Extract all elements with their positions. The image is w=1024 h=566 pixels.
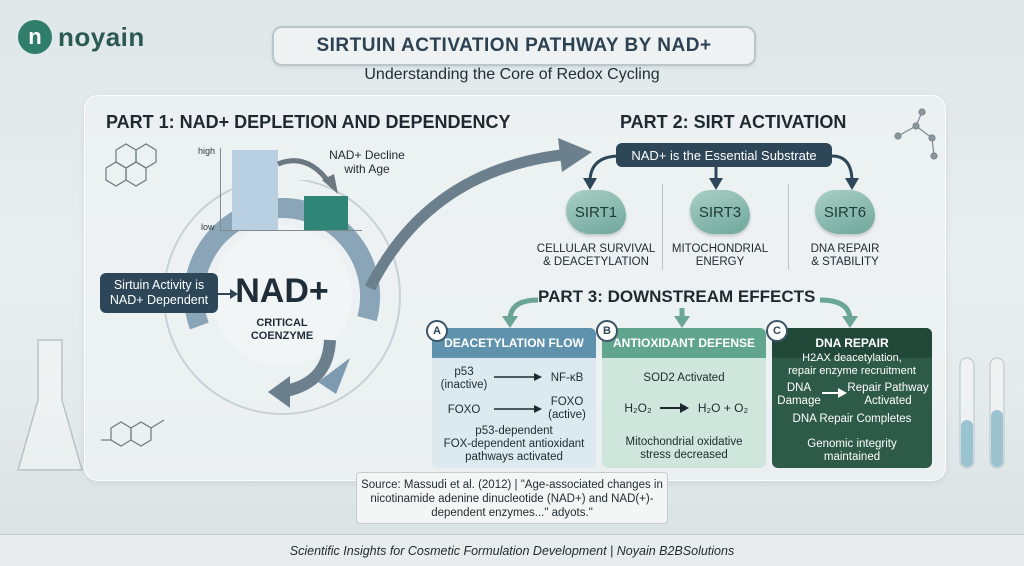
footer-bar: Scientific Insights for Cosmetic Formula…: [0, 534, 1024, 566]
network-molecule-icon: [894, 108, 938, 160]
sirt3-node: SIRT3: [690, 190, 750, 234]
page-title: SIRTUIN ACTIVATION PATHWAY BY NAD+: [316, 35, 712, 56]
dna-damage-label: DNA Damage: [777, 382, 821, 407]
dependency-label: Sirtuin Activity is NAD+ Dependent: [109, 278, 209, 307]
logo-mark: n: [18, 20, 52, 54]
h2ax-label: H2AX deacetylation, repair enzyme recrui…: [788, 352, 916, 377]
nad-high-bar: [232, 150, 278, 230]
substrate-label: NAD+ is the Essential Substrate: [631, 147, 817, 163]
nad-decline-label: NAD+ Decline with Age: [329, 148, 405, 176]
sirtuin-dependency-box: Sirtuin Activity is NAD+ Dependent: [100, 273, 218, 313]
pathway-arrow: [365, 138, 592, 291]
title-banner: SIRTUIN ACTIVATION PATHWAY BY NAD+: [272, 26, 756, 66]
sirt-divider: [662, 184, 663, 270]
sirt3-line1: MITOCHONDRIAL: [671, 243, 769, 255]
sirt6-line2: & STABILITY: [811, 256, 879, 268]
substrate-label-box: NAD+ is the Essential Substrate: [616, 143, 832, 167]
card-a-badge: A: [426, 320, 448, 342]
card-c-badge: C: [766, 320, 788, 342]
p53-inactive-label: p53 (inactive): [440, 366, 488, 391]
card-b-footer: Mitochondrial oxidative stress decreased: [625, 436, 743, 461]
test-tubes-illustration: [959, 357, 1005, 469]
footer-text: Scientific Insights for Cosmetic Formula…: [289, 543, 735, 558]
part3-heading: PART 3: DOWNSTREAM EFFECTS: [538, 287, 816, 306]
sod2-label: SOD2 Activated: [643, 372, 725, 384]
card-c-footer: Genomic integrity maintained: [807, 438, 897, 463]
card-a-footer: p53-dependent FOX-dependent antioxidant …: [443, 425, 585, 463]
sirt-divider: [788, 184, 789, 270]
coenzyme-label: CRITICAL COENZYME: [250, 317, 314, 342]
sirt1-node: SIRT1: [566, 190, 626, 234]
deacetylation-card: DEACETYLATION FLOW: [432, 328, 596, 468]
dependency-arrow: [218, 289, 238, 299]
card-c-title: DNA REPAIR: [772, 328, 932, 358]
repair-complete-label: DNA Repair Completes: [792, 413, 912, 425]
flow-arrow: [494, 405, 542, 413]
flow-arrow: [494, 373, 542, 381]
foxo-active-label: FOXO (active): [548, 396, 586, 421]
repair-arrow: [822, 388, 847, 398]
card-b-title: ANTIOXIDANT DEFENSE: [602, 328, 766, 358]
chart-y-axis: [220, 148, 221, 230]
downstream-branch-arrows: [502, 297, 858, 328]
part2-heading: PART 2: SIRT ACTIVATION: [620, 112, 847, 132]
sirt3-label: MITOCHONDRIAL ENERGY: [655, 243, 785, 269]
sirt6-label: DNA REPAIR & STABILITY: [780, 243, 910, 269]
molecule-structure-icon: [101, 419, 165, 447]
antioxidant-card: ANTIOXIDANT DEFENSE: [602, 328, 766, 468]
brand-name: noyain: [58, 21, 145, 52]
sirt6-line1: DNA REPAIR: [810, 243, 880, 255]
h2o2-label: H₂O₂: [624, 401, 652, 415]
reaction-arrow: [660, 403, 689, 413]
brand-logo: n noyain: [18, 20, 145, 54]
sirt6-node: SIRT6: [815, 190, 875, 234]
hexagon-molecule-icon: [105, 143, 157, 187]
right-return-arrow: [268, 339, 336, 408]
repair-pathway-label: Repair Pathway Activated: [847, 382, 929, 407]
nad-center-label: NAD+: [235, 272, 329, 310]
substrate-branch-arrows: [583, 154, 859, 190]
chart-low-label: low: [201, 222, 215, 232]
source-citation: Source: Massudi et al. (2012) | "Age-ass…: [356, 472, 668, 524]
page-subtitle: Understanding the Core of Redox Cycling: [364, 66, 660, 83]
chart-high-label: high: [198, 146, 216, 156]
chart-x-axis: [220, 230, 362, 231]
sirt1-label: CELLULAR SURVIVAL & DEACETYLATION: [531, 243, 661, 269]
nfkb-label: NF-κB: [550, 372, 584, 384]
products-label: H₂O + O₂: [697, 401, 749, 415]
foxo-label: FOXO: [447, 404, 481, 416]
sirt3-line2: ENERGY: [695, 256, 745, 268]
card-a-title: DEACETYLATION FLOW: [432, 328, 596, 358]
dna-repair-card: DNA REPAIR: [772, 328, 932, 468]
card-b-badge: B: [596, 320, 618, 342]
beaker-illustration: [17, 339, 83, 471]
nad-low-bar: [304, 196, 348, 230]
decline-arrow: [277, 158, 338, 194]
part1-heading: PART 1: NAD+ DEPLETION AND DEPENDENCY: [106, 112, 511, 132]
sirt1-line2: & DEACETYLATION: [543, 256, 649, 268]
sirt1-line1: CELLULAR SURVIVAL: [536, 243, 656, 255]
